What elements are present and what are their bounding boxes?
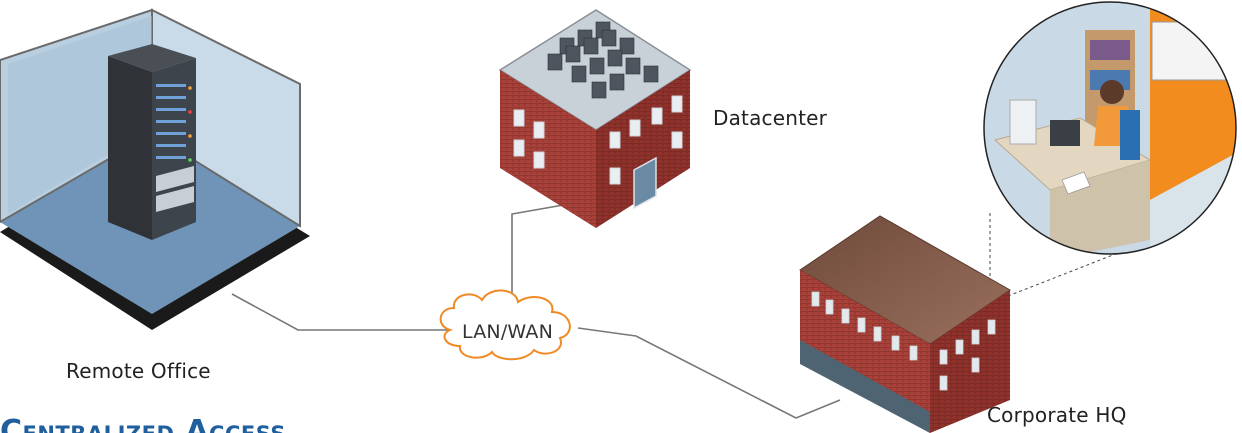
- zoom-leader-lines: [989, 210, 1183, 297]
- remote-office-server-room-icon: [0, 8, 310, 330]
- datacenter-building-icon: [498, 9, 692, 228]
- datacenter-label: Datacenter: [713, 106, 828, 130]
- corporate-hq-label: Corporate HQ: [987, 403, 1127, 427]
- remote-office-label: Remote Office: [66, 359, 211, 383]
- corporate-hq-building-icon: [799, 215, 1011, 433]
- network-label: LAN/WAN: [462, 321, 553, 343]
- network-cloud-icon: [439, 289, 571, 361]
- office-worker-zoom-icon: [983, 1, 1237, 255]
- link-remote-to-network: [231, 293, 448, 331]
- section-heading: Centralized Access: [0, 414, 287, 433]
- link-network-to-hq: [577, 327, 841, 419]
